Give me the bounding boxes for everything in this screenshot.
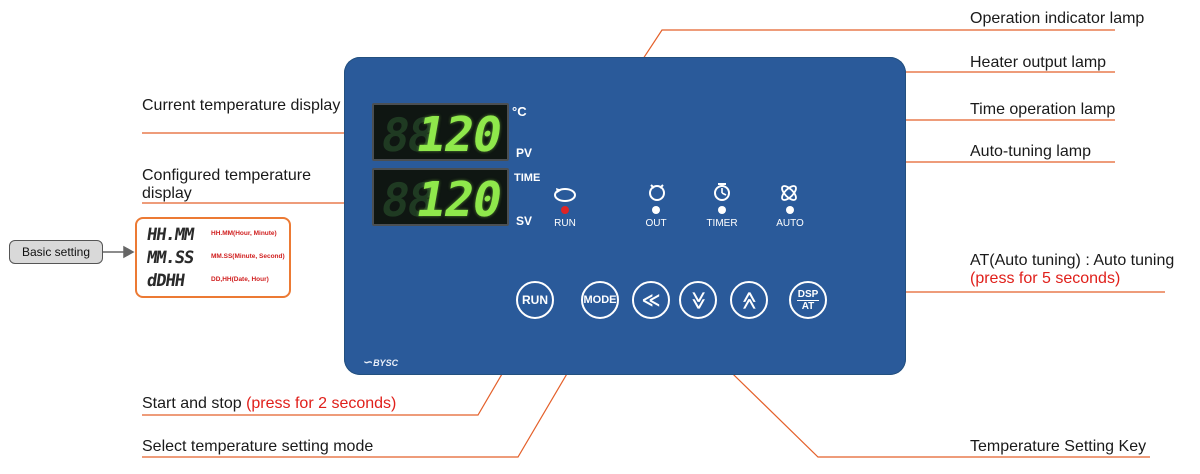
- brand-logo: ∽BYSC: [363, 355, 398, 369]
- sv-value: 120: [412, 172, 506, 226]
- basic-setting-legend: HH.MM HH.MM(Hour, Minute) MM.SS MM.SS(Mi…: [135, 217, 291, 298]
- mode-button[interactable]: MODE: [581, 281, 619, 319]
- sv-display: 88 120: [372, 168, 509, 226]
- start-stop-annotation: Start and stop (press for 2 seconds): [142, 395, 396, 413]
- at-key-main: AT(Auto tuning) : Auto tuning: [970, 252, 1175, 269]
- timer-icon: [714, 183, 730, 201]
- run-lamp: [561, 206, 569, 214]
- legend-display: dDHH: [145, 271, 186, 291]
- heater-icon: [649, 184, 665, 201]
- at-label: AT: [801, 300, 815, 312]
- pv-display: 88 120: [372, 103, 509, 161]
- start-stop-note: (press for 2 seconds): [246, 395, 397, 412]
- start-stop-main: Start and stop: [142, 395, 242, 412]
- run-lamp-label: RUN: [554, 218, 576, 229]
- configured-temp-annotation: Configured temperature display: [142, 167, 311, 202]
- pv-label: PV: [516, 146, 533, 160]
- dsp-label: DSP: [796, 288, 820, 301]
- select-mode-annotation: Select temperature setting mode: [142, 438, 374, 455]
- dsp-at-button[interactable]: DSP AT: [789, 281, 827, 319]
- chevron-double-up-icon: ≫: [738, 290, 759, 310]
- legend-caption: HH.MM(Hour, Minute): [211, 230, 277, 237]
- chevron-double-left-icon: ≪: [641, 289, 661, 310]
- unit-label: °C: [512, 104, 527, 119]
- timer-lamp: [718, 206, 726, 214]
- legend-caption: DD,HH(Date, Hour): [211, 276, 269, 283]
- auto-tuning-annotation: Auto-tuning lamp: [970, 143, 1091, 160]
- auto-lamp-label: AUTO: [776, 218, 804, 229]
- chevron-double-down-icon: ≫: [688, 290, 709, 310]
- legend-row: MM.SS MM.SS(Minute, Second): [145, 248, 287, 268]
- atom-icon: [781, 185, 797, 201]
- pv-value: 120: [412, 107, 506, 161]
- left-key-button[interactable]: ≪: [632, 281, 670, 319]
- up-key-button[interactable]: ≫: [730, 281, 768, 319]
- at-key-note: (press for 5 seconds): [970, 270, 1121, 287]
- auto-lamp: [786, 206, 794, 214]
- logo-text: BYSC: [373, 358, 399, 368]
- current-temp-annotation: Current temperature display: [142, 97, 341, 114]
- logo-swoosh-icon: ∽: [363, 355, 374, 369]
- legend-caption: MM.SS(Minute, Second): [211, 253, 285, 260]
- run-button[interactable]: RUN: [516, 281, 554, 319]
- legend-row: HH.MM HH.MM(Hour, Minute): [145, 225, 287, 245]
- sv-label: SV: [516, 214, 533, 228]
- rotate-icon: [554, 188, 576, 202]
- time-label: TIME: [514, 172, 541, 184]
- out-lamp: [652, 206, 660, 214]
- at-key-annotation: AT(Auto tuning) : Auto tuning (press for…: [970, 252, 1174, 288]
- operation-indicator-annotation: Operation indicator lamp: [970, 10, 1145, 27]
- time-operation-annotation: Time operation lamp: [970, 101, 1116, 118]
- down-key-button[interactable]: ≫: [679, 281, 717, 319]
- out-lamp-label: OUT: [645, 218, 667, 229]
- legend-row: dDHH DD,HH(Date, Hour): [145, 271, 287, 291]
- timer-lamp-label: TIMER: [706, 218, 738, 229]
- heater-output-annotation: Heater output lamp: [970, 54, 1107, 71]
- legend-display: MM.SS: [145, 248, 195, 268]
- basic-setting-label: Basic setting: [9, 240, 103, 264]
- legend-display: HH.MM: [145, 225, 195, 245]
- temp-setting-key-annotation: Temperature Setting Key: [970, 438, 1147, 455]
